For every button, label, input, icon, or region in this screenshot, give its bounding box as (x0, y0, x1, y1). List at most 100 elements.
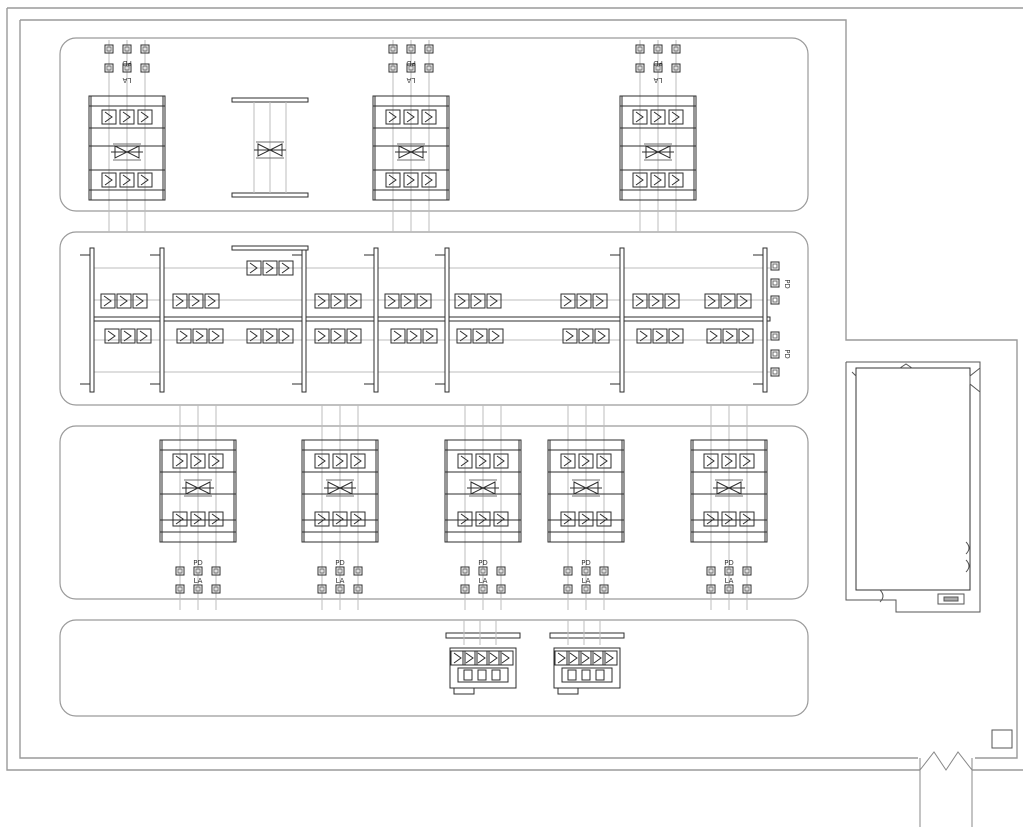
switchgear-icon (706, 328, 722, 344)
terminal-square-icon (724, 584, 734, 594)
terminal-square-icon (122, 44, 132, 54)
switchgear-icon (278, 328, 294, 344)
switchgear-icon (457, 453, 473, 469)
switchgear-icon (739, 453, 755, 469)
switchgear-icon (208, 511, 224, 527)
switchgear-icon (472, 328, 488, 344)
terminal-square-icon (317, 584, 327, 594)
switchgear-icon (560, 511, 576, 527)
switchgear-icon (346, 293, 362, 309)
switchgear-icon (385, 109, 401, 125)
breaker-icon (713, 479, 745, 497)
bay-areas (59, 37, 809, 717)
switchgear-icon (602, 650, 618, 666)
terminal-square-icon (122, 63, 132, 73)
switchgear-icon (101, 172, 117, 188)
terminal-square-icon (335, 566, 345, 576)
terminal-square-icon (406, 63, 416, 73)
breaker-icon (324, 479, 356, 497)
equipment-label: PD (335, 559, 345, 567)
switchgear-icon (332, 511, 348, 527)
switchgear-icon (330, 293, 346, 309)
terminal-square-icon (581, 584, 591, 594)
switchgear-icon (330, 328, 346, 344)
terminal-square-icon (599, 584, 609, 594)
transformer-bay-bottom: PD LA (690, 405, 768, 610)
breaker-icon (254, 141, 286, 159)
switchgear-icon (632, 293, 648, 309)
switchgear-icon (192, 328, 208, 344)
switchgear-icon (703, 511, 719, 527)
switchgear-icon (578, 453, 594, 469)
equipment-label: LA (406, 76, 415, 84)
terminal-square-icon (496, 566, 506, 576)
switchgear-icon (562, 328, 578, 344)
switchgear-icon (668, 109, 684, 125)
boundary-outer-left (6, 8, 920, 771)
terminal-square-icon (104, 44, 114, 54)
switchgear-icon (400, 293, 416, 309)
switchgear-icon (736, 293, 752, 309)
switchgear-icon (652, 328, 668, 344)
terminal-square-icon (599, 566, 609, 576)
equipment-label: PD (193, 559, 203, 567)
switchgear-icon (104, 328, 120, 344)
equipment-label: LA (336, 577, 345, 585)
terminal-square-icon (353, 584, 363, 594)
switchgear-icon (722, 328, 738, 344)
breaker-icon (642, 143, 674, 161)
switchgear-icon (738, 328, 754, 344)
switchgear-icon (720, 293, 736, 309)
switchgear-icon (704, 293, 720, 309)
terminal-square-icon (742, 566, 752, 576)
equipment-label: LA (122, 76, 131, 84)
switchgear-icon (314, 293, 330, 309)
terminal-square-icon (193, 584, 203, 594)
switchgear-icon (554, 650, 570, 666)
bushing-frame (231, 97, 309, 198)
terminal-square-icon (424, 44, 434, 54)
equipment-label: PD (406, 59, 416, 67)
switchgear-icon (668, 328, 684, 344)
terminal-square-icon (706, 584, 716, 594)
switchgear-icon (119, 172, 135, 188)
terminal-square-icon (581, 566, 591, 576)
switchgear-icon (576, 293, 592, 309)
switchgear-icon (498, 650, 514, 666)
switchgear-icon (421, 172, 437, 188)
switchgear-icon (594, 328, 610, 344)
breaker-icon (395, 143, 427, 161)
terminal-square-icon (724, 566, 734, 576)
switchgear-icon (172, 293, 188, 309)
switchgear-icon (470, 293, 486, 309)
switchgear-icon (332, 453, 348, 469)
switchgear-icon (636, 328, 652, 344)
equipment-label: LA (582, 577, 591, 585)
switchgear-icon (204, 293, 220, 309)
terminal-square-icon (635, 44, 645, 54)
switchgear-icon (314, 328, 330, 344)
switchgear-icon (560, 453, 576, 469)
bay-area-2 (59, 231, 809, 406)
switchgear-icon (190, 511, 206, 527)
equipment-label: LA (725, 577, 734, 585)
equipment-label: PD (724, 559, 734, 567)
terminal-square-icon (193, 566, 203, 576)
terminal-square-icon (653, 44, 663, 54)
terminal-square-icon (563, 584, 573, 594)
switchgear-icon (493, 453, 509, 469)
switchgear-icon (137, 109, 153, 125)
terminal-square-icon (496, 584, 506, 594)
terminal-square-icon (770, 331, 780, 341)
switchgear-icon (246, 260, 262, 276)
switchgear-icon (454, 293, 470, 309)
switchgear-icon (450, 650, 466, 666)
terminal-square-icon (424, 63, 434, 73)
equipment-label: LA (479, 577, 488, 585)
transformer-bay-top: LA PD (372, 40, 450, 232)
